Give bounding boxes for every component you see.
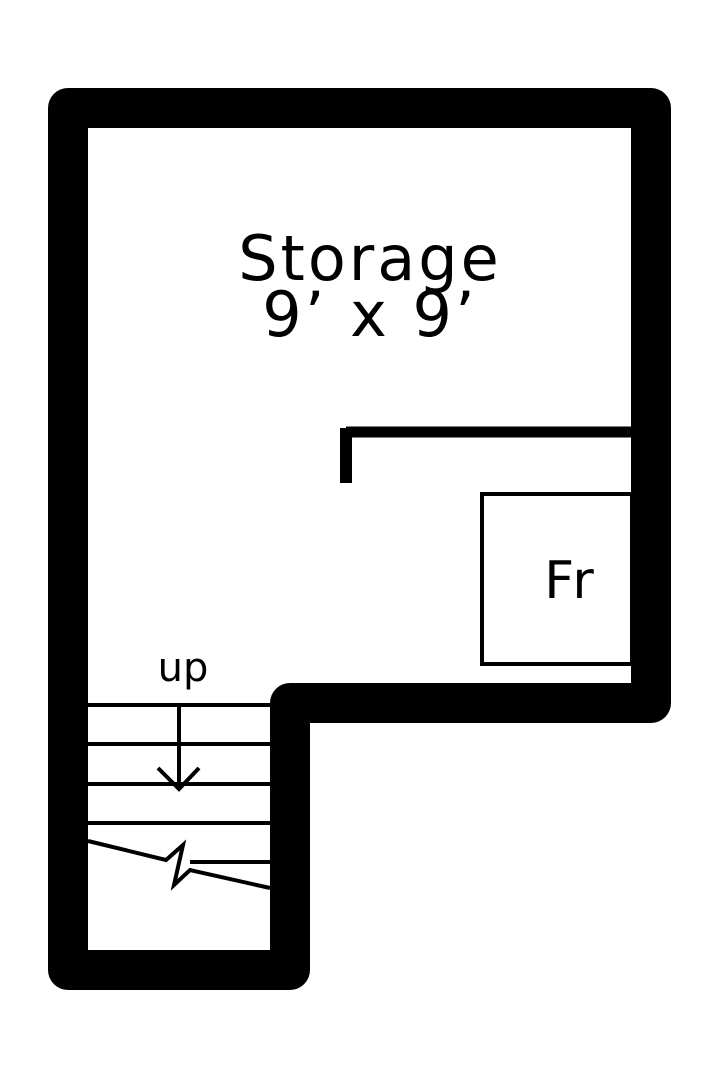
fridge: [480, 492, 634, 666]
fridge-label: Fr: [544, 551, 596, 611]
room-name: Storage: [238, 222, 502, 295]
stair-break-line: [87, 839, 271, 891]
exterior-wall: [48, 88, 671, 990]
staircase: [87, 703, 271, 891]
stair-direction-arrow: [156, 705, 201, 792]
room-dimensions: 9’ x 9’: [262, 278, 477, 351]
stair-label: up: [158, 645, 209, 691]
